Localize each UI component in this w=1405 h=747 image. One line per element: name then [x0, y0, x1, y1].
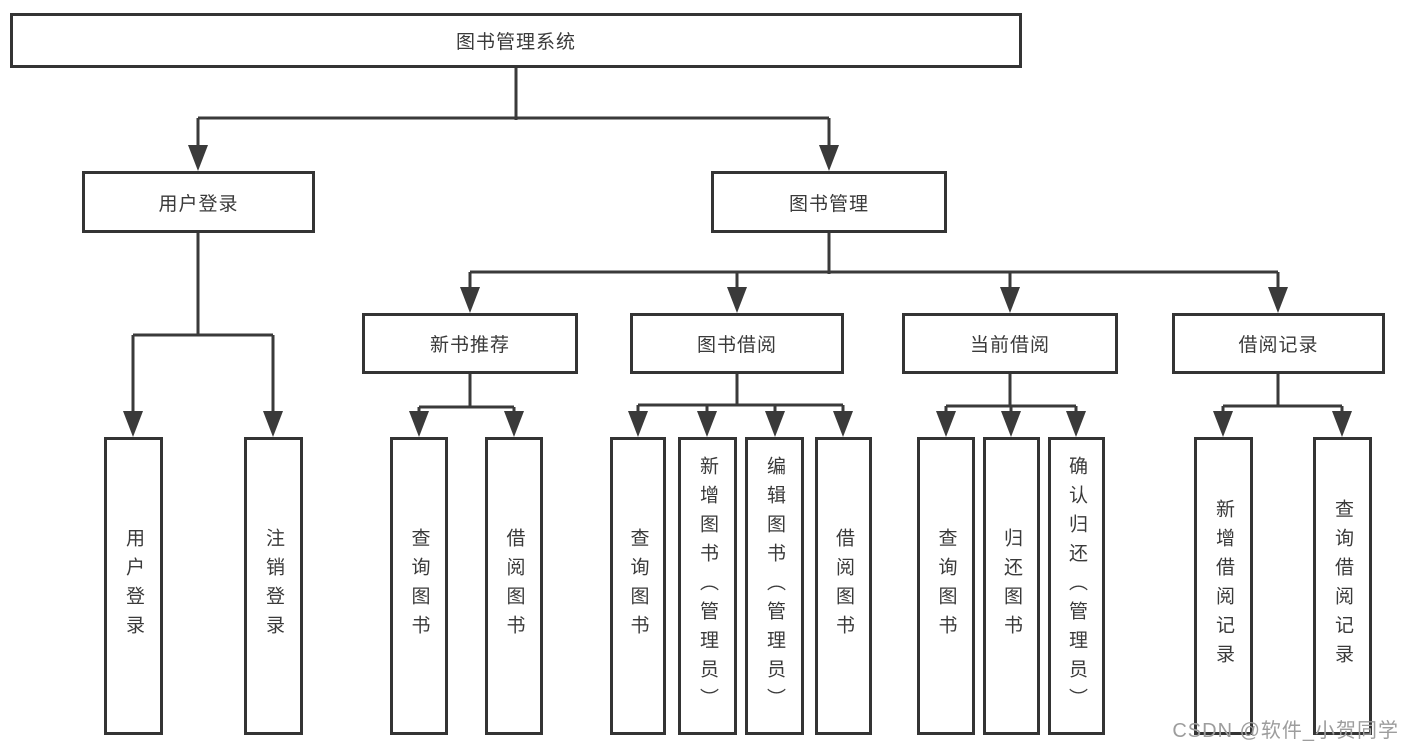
node-label: 借阅图书	[833, 528, 854, 644]
node-leaf-br-query-record: 查询借阅记录	[1313, 437, 1372, 735]
node-leaf-br-add-record: 新增借阅记录	[1194, 437, 1253, 735]
node-leaf-cb-query-books: 查询图书	[917, 437, 975, 735]
node-current-borrow: 当前借阅	[902, 313, 1118, 374]
node-label: 新增图书（管理员）	[697, 455, 718, 717]
node-book-management: 图书管理	[711, 171, 947, 233]
node-label: 借阅图书	[503, 528, 525, 644]
node-leaf-bb-edit-books-admin: 编辑图书（管理员）	[745, 437, 804, 735]
node-leaf-cb-return-books: 归还图书	[983, 437, 1040, 735]
node-label: 归还图书	[1001, 528, 1022, 644]
node-root-system: 图书管理系统	[10, 13, 1022, 68]
node-leaf-bb-query-books: 查询图书	[610, 437, 666, 735]
node-leaf-user-login: 用户登录	[104, 437, 163, 735]
node-label: 查询图书	[627, 528, 649, 644]
csdn-watermark: CSDN @软件_小贺同学	[1172, 720, 1399, 742]
node-label: 查询图书	[935, 528, 957, 644]
node-leaf-bb-add-books-admin: 新增图书（管理员）	[678, 437, 737, 735]
arrowheads	[123, 145, 1352, 437]
node-label: 确认归还（管理员）	[1066, 455, 1087, 717]
node-leaf-bb-borrow-books: 借阅图书	[815, 437, 872, 735]
node-label: 查询图书	[408, 528, 430, 644]
node-leaf-rec-query-books: 查询图书	[390, 437, 448, 735]
node-label: 编辑图书（管理员）	[764, 455, 785, 717]
node-new-book-recommend: 新书推荐	[362, 313, 578, 374]
node-leaf-rec-borrow-books: 借阅图书	[485, 437, 543, 735]
node-leaf-logout: 注销登录	[244, 437, 303, 735]
node-leaf-cb-confirm-return-admin: 确认归还（管理员）	[1048, 437, 1105, 735]
node-borrow-records: 借阅记录	[1172, 313, 1385, 374]
node-book-borrow: 图书借阅	[630, 313, 844, 374]
node-label: 新增借阅记录	[1213, 499, 1234, 673]
node-label: 注销登录	[263, 528, 284, 644]
node-user-login: 用户登录	[82, 171, 315, 233]
tree-edges	[131, 68, 1344, 413]
node-label: 查询借阅记录	[1332, 499, 1353, 673]
node-label: 用户登录	[123, 528, 144, 644]
